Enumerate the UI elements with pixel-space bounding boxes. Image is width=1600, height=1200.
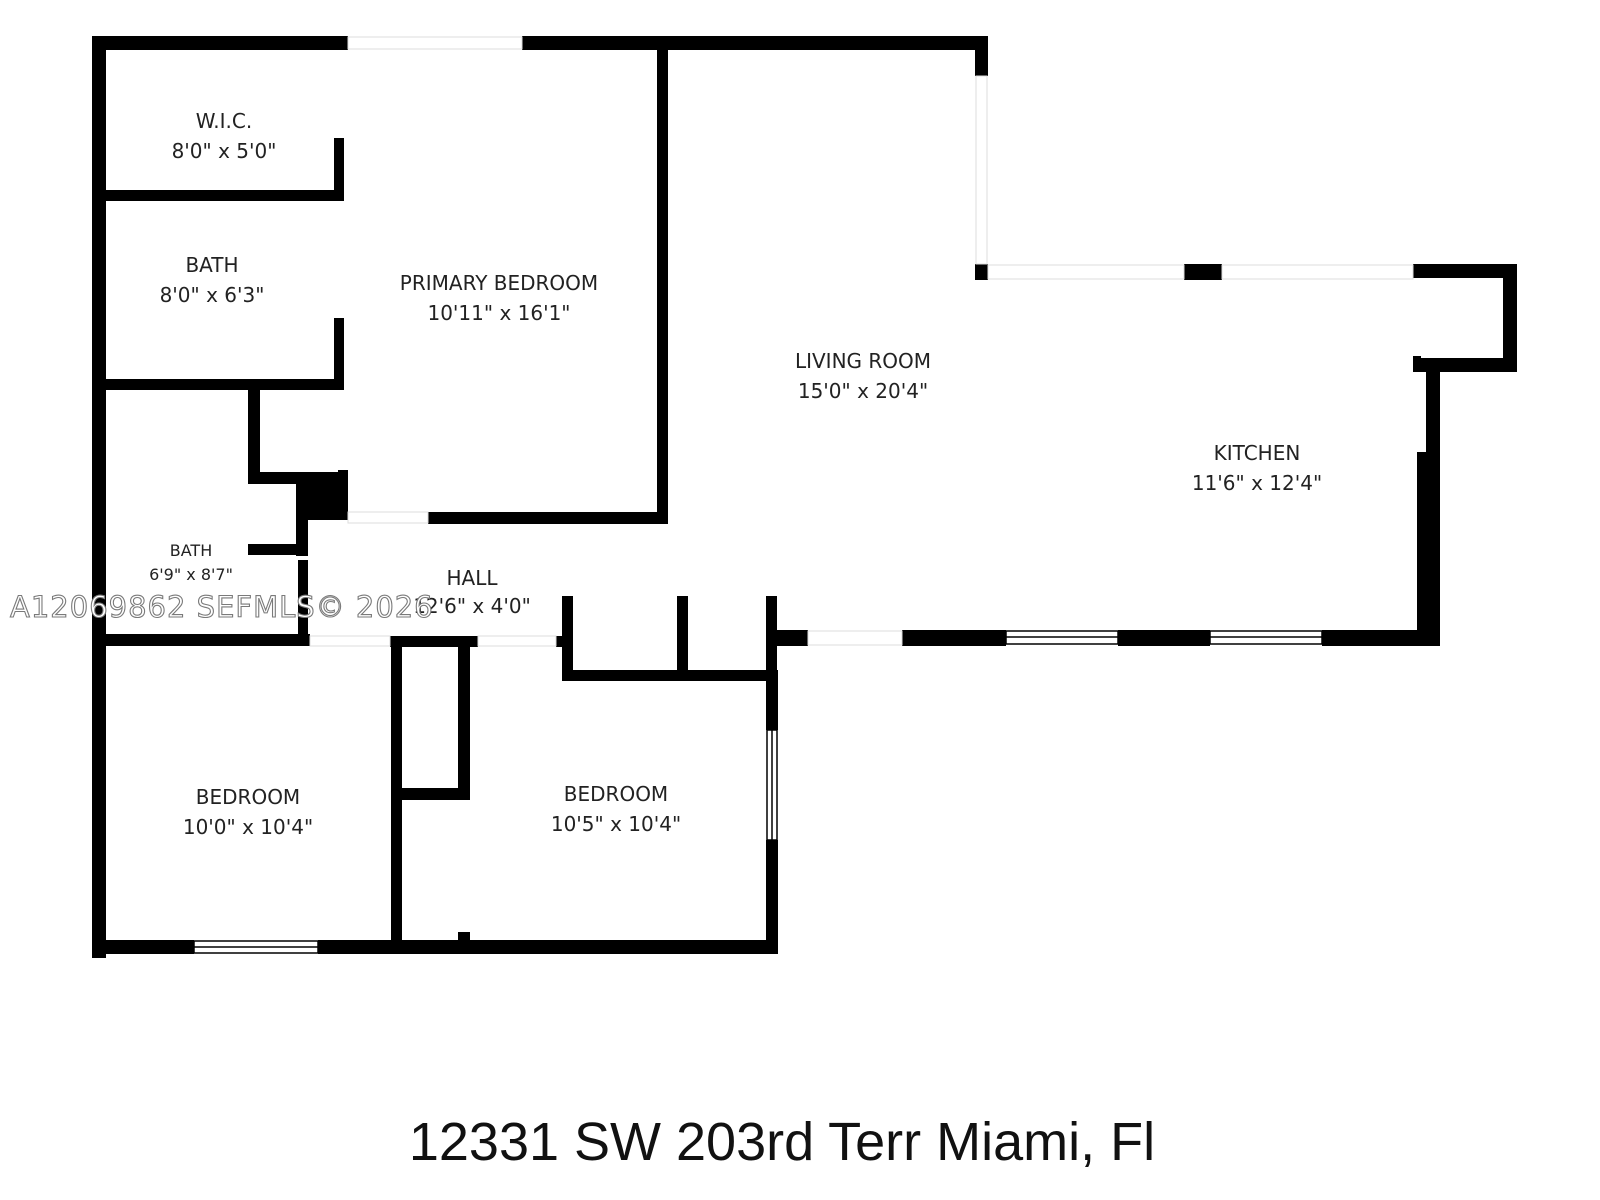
- wall-bedroom-right-east-bottom: [766, 840, 778, 950]
- wall-pantry-left-top: [1413, 264, 1421, 278]
- wall-kitchen-east: [1417, 452, 1440, 646]
- wall-pantry-left-bottom: [1413, 356, 1421, 372]
- address-caption: 12331 SW 203rd Terr Miami, Fl: [409, 1112, 1155, 1172]
- wall-hall-closet-mid: [677, 596, 688, 680]
- wall-top-right: [522, 36, 988, 50]
- wall-bath-lower-bottom: [92, 634, 310, 646]
- wall-bath-lower-east: [298, 560, 308, 638]
- room-name-living: LIVING ROOM: [795, 349, 931, 373]
- wall-top-left: [92, 36, 348, 50]
- wall-bedroom-right-east-top: [766, 670, 778, 730]
- wall-bedroom-closet-top: [391, 788, 465, 800]
- wall-pantry-top: [1413, 264, 1517, 278]
- windows: [193, 630, 1323, 954]
- opening-south-door: [807, 630, 903, 646]
- opening-hall-bath: [309, 635, 391, 647]
- opening-primary-door: [347, 511, 429, 524]
- wall-left: [92, 36, 106, 958]
- wall-pantry-right: [1503, 264, 1517, 372]
- wall-hall-closet-bottom: [562, 670, 776, 681]
- room-dims-living: 15'0" x 20'4": [798, 379, 928, 403]
- room-dims-wic: 8'0" x 5'0": [172, 139, 277, 163]
- wall-bedroom-closet-right: [458, 640, 470, 800]
- room-dims-kitchen: 11'6" x 12'4": [1192, 471, 1322, 495]
- wall-bath-lower-shelf-right: [296, 472, 308, 556]
- wall-living-east-bottom: [975, 264, 988, 280]
- wall-wic-right: [334, 138, 344, 200]
- openings: [309, 36, 1414, 647]
- wall-bottom-right: [318, 940, 778, 954]
- wall-wic-bottom: [92, 190, 344, 201]
- walls: [92, 36, 1517, 958]
- room-name-primary: PRIMARY BEDROOM: [400, 271, 598, 295]
- wall-primary-south: [428, 512, 668, 524]
- room-name-bath-upper: BATH: [185, 253, 238, 277]
- wall-hall-south-a: [390, 636, 478, 647]
- room-name-kitchen: KITCHEN: [1214, 441, 1301, 465]
- room-dims-bath-lower: 6'9" x 8'7": [149, 565, 233, 584]
- room-dims-bedroom-right: 10'5" x 10'4": [551, 812, 681, 836]
- watermark: A12069862 SEFMLS© 2026: [10, 590, 434, 624]
- room-name-bath-lower: BATH: [170, 541, 212, 560]
- wall-bath-lower-shelf-bottom: [248, 544, 306, 555]
- room-dims-bedroom-left: 10'0" x 10'4": [183, 815, 313, 839]
- wall-closet-left: [248, 388, 260, 484]
- room-name-hall: HALL: [446, 566, 498, 590]
- room-name-wic: W.I.C.: [196, 109, 252, 133]
- wall-hall-closet-left: [562, 596, 573, 680]
- wall-bottom-left: [92, 940, 194, 954]
- wall-south-b: [902, 630, 1006, 646]
- room-dims-bath-upper: 8'0" x 6'3": [160, 283, 265, 307]
- wall-south-c: [1118, 630, 1210, 646]
- opening-hall-bedroom: [477, 635, 557, 647]
- wall-bath-right: [334, 318, 344, 390]
- opening-kitchen-top-a: [987, 264, 1185, 280]
- wall-south-a: [776, 630, 808, 646]
- wall-south-d: [1322, 630, 1440, 646]
- wall-kitchen-top-mid: [1184, 264, 1222, 280]
- wall-hall-closet-right: [766, 596, 777, 680]
- wall-bath-bottom: [92, 379, 344, 390]
- room-dims-hall: 12'6" x 4'0": [413, 594, 531, 618]
- room-labels: W.I.C. 8'0" x 5'0" BATH 8'0" x 6'3" PRIM…: [149, 109, 1322, 839]
- wall-primary-east: [657, 36, 668, 524]
- wall-living-east-top: [975, 36, 988, 76]
- opening-kitchen-top-b: [1221, 264, 1414, 280]
- room-dims-primary: 10'11" x 16'1": [427, 301, 570, 325]
- room-name-bedroom-right: BEDROOM: [564, 782, 668, 806]
- wall-kitchen-east-top: [1426, 358, 1440, 452]
- opening-living-east: [975, 75, 988, 265]
- room-name-bedroom-left: BEDROOM: [196, 785, 300, 809]
- opening-top-window: [347, 36, 523, 50]
